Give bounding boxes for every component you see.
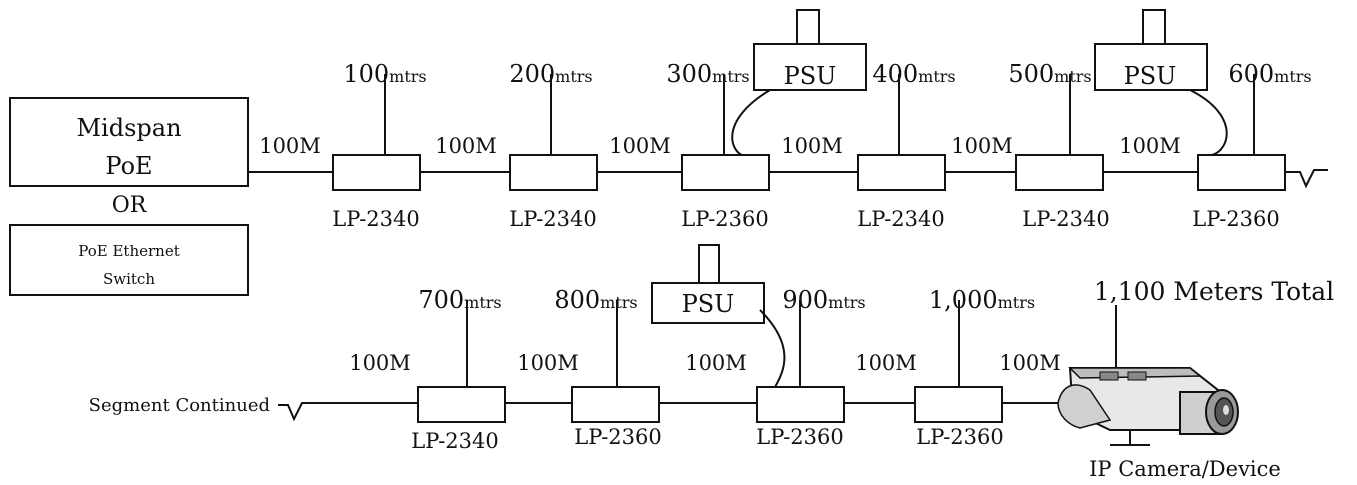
device-model-label: LP-2340 xyxy=(1022,207,1109,231)
extender-box xyxy=(571,386,660,423)
distance-label: 900mtrs xyxy=(782,286,865,314)
psu-cable xyxy=(759,309,786,388)
extender-box xyxy=(1197,154,1286,191)
psu-label: PSU xyxy=(784,62,837,90)
midspan-label-line1: Midspan xyxy=(76,114,181,142)
distance-label: 700mtrs xyxy=(418,286,501,314)
device-model-label: LP-2360 xyxy=(1192,207,1279,231)
total-distance-label: 1,100 Meters Total xyxy=(1094,277,1334,306)
psu-box xyxy=(753,43,867,91)
segment-length-label: 100M xyxy=(781,134,843,158)
device-model-label: LP-2340 xyxy=(857,207,944,231)
device-model-label: LP-2360 xyxy=(574,425,661,449)
extender-box xyxy=(756,386,845,423)
psu-box xyxy=(1094,43,1208,91)
extender-box xyxy=(417,386,506,423)
psu-cable xyxy=(1189,89,1228,156)
extender-box xyxy=(332,154,421,191)
distance-label: 300mtrs xyxy=(666,60,749,88)
distance-label: 200mtrs xyxy=(509,60,592,88)
device-model-label: LP-2340 xyxy=(411,429,498,453)
device-model-label: LP-2340 xyxy=(332,207,419,231)
or-label: OR xyxy=(112,193,148,218)
poe-ethernet-switch-box xyxy=(9,224,249,296)
segment-length-label: 100M xyxy=(259,134,321,158)
midspan-label-line2: PoE xyxy=(105,152,152,180)
segment-length-label: 100M xyxy=(517,351,579,375)
break-symbol xyxy=(278,402,418,422)
distance-label: 800mtrs xyxy=(554,286,637,314)
device-model-label: LP-2360 xyxy=(916,425,1003,449)
psu-label: PSU xyxy=(1124,62,1177,90)
device-model-label: LP-2340 xyxy=(509,207,596,231)
power-plug xyxy=(1142,9,1166,45)
segment-length-label: 100M xyxy=(999,351,1061,375)
camera-label: IP Camera/Device xyxy=(1089,457,1281,481)
segment-length-label: 100M xyxy=(951,134,1013,158)
switch-label-line1: PoE Ethernet xyxy=(78,242,179,260)
segment-length-label: 100M xyxy=(349,351,411,375)
distance-label: 100mtrs xyxy=(343,60,426,88)
extender-box xyxy=(914,386,1003,423)
extender-box xyxy=(681,154,770,191)
segment-length-label: 100M xyxy=(609,134,671,158)
distance-label: 1,000mtrs xyxy=(929,286,1035,314)
segment-length-label: 100M xyxy=(685,351,747,375)
psu-cable xyxy=(731,89,771,156)
extender-box xyxy=(509,154,598,191)
device-model-label: LP-2360 xyxy=(756,425,843,449)
device-model-label: LP-2360 xyxy=(681,207,768,231)
psu-box xyxy=(651,282,765,324)
distance-label: 600mtrs xyxy=(1228,60,1311,88)
distance-label: 400mtrs xyxy=(872,60,955,88)
break-symbol xyxy=(1285,169,1328,189)
psu-label: PSU xyxy=(682,290,735,318)
power-plug xyxy=(796,9,820,45)
extender-box xyxy=(857,154,946,191)
ip-camera-icon xyxy=(1057,367,1239,446)
midspan-poe-box xyxy=(9,97,249,187)
power-plug xyxy=(698,244,720,284)
segment-length-label: 100M xyxy=(1119,134,1181,158)
switch-label-line2: Switch xyxy=(103,270,155,288)
segment-length-label: 100M xyxy=(855,351,917,375)
segment-length-label: 100M xyxy=(435,134,497,158)
extender-box xyxy=(1015,154,1104,191)
distance-label: 500mtrs xyxy=(1008,60,1091,88)
segment-continued-label: Segment Continued xyxy=(89,395,270,416)
